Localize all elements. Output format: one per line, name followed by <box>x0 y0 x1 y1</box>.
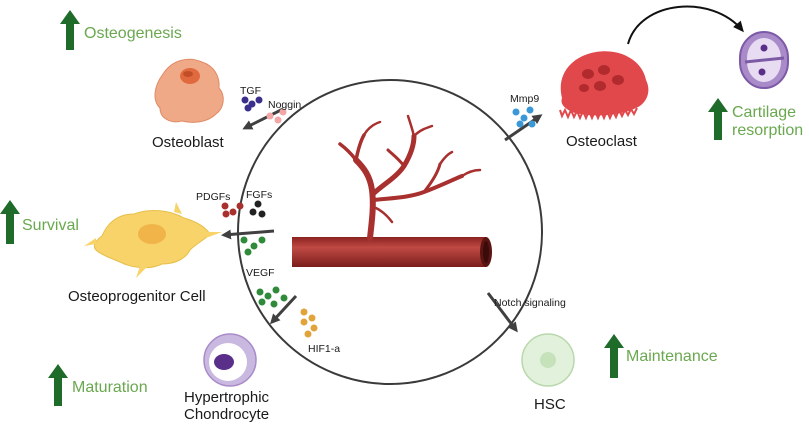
up-arrow-cartilage <box>708 98 728 140</box>
vessel-branches <box>338 114 482 241</box>
label-osteoblast: Osteoblast <box>152 134 225 151</box>
label-survival: Survival <box>22 217 79 234</box>
label-tgf: TGF <box>240 85 261 97</box>
label-maintenance: Maintenance <box>626 348 718 365</box>
osteoclast-cell <box>559 51 649 121</box>
hsc-cell <box>521 333 575 387</box>
arrow-to-osteoblast <box>242 107 284 130</box>
tgf-noggin-molecules <box>241 96 287 124</box>
chondrocyte-cell <box>203 333 257 387</box>
label-chondrocyte-line1: Hypertrophic <box>184 389 270 406</box>
growth-factor-molecules <box>221 200 288 308</box>
arrow-to-osteoclast <box>504 114 543 142</box>
cartilage-cell <box>739 31 789 89</box>
label-maturation: Maturation <box>72 379 148 396</box>
osteoprogenitor-cell <box>84 202 222 278</box>
osteoblast-cell <box>154 58 224 123</box>
up-arrow-survival <box>0 200 20 244</box>
central-circle <box>237 79 543 385</box>
up-arrow-osteogenesis <box>60 10 80 50</box>
label-notch: Notch signaling <box>494 297 566 309</box>
label-osteoclast: Osteoclast <box>566 133 638 150</box>
label-fgfs: FGFs <box>246 189 272 201</box>
curved-arrow-to-cartilage <box>627 5 744 45</box>
label-vegf: VEGF <box>246 267 275 279</box>
arrow-to-progenitor <box>221 229 275 240</box>
up-arrow-maintenance <box>604 334 624 378</box>
label-chondrocyte-line2: Chondrocyte <box>184 406 269 423</box>
blood-vessel <box>292 237 492 267</box>
hif1a-molecules <box>300 308 318 338</box>
label-noggin: Noggin <box>268 99 301 111</box>
arrow-to-hsc <box>486 292 518 333</box>
label-osteogenesis: Osteogenesis <box>84 25 182 42</box>
mmp9-molecules <box>512 106 536 128</box>
up-arrow-maturation <box>48 364 68 406</box>
label-osteoprogenitor: Osteoprogenitor Cell <box>68 288 206 305</box>
arrow-to-chondrocyte <box>269 294 298 325</box>
label-mmp9: Mmp9 <box>510 93 539 105</box>
label-hsc: HSC <box>534 396 566 413</box>
label-cartilage-line1: Cartilage <box>732 104 796 121</box>
label-hif1a: HIF1-a <box>308 343 340 355</box>
label-pdgfs: PDGFs <box>196 191 230 203</box>
label-cartilage-line2: resorption <box>732 122 803 139</box>
